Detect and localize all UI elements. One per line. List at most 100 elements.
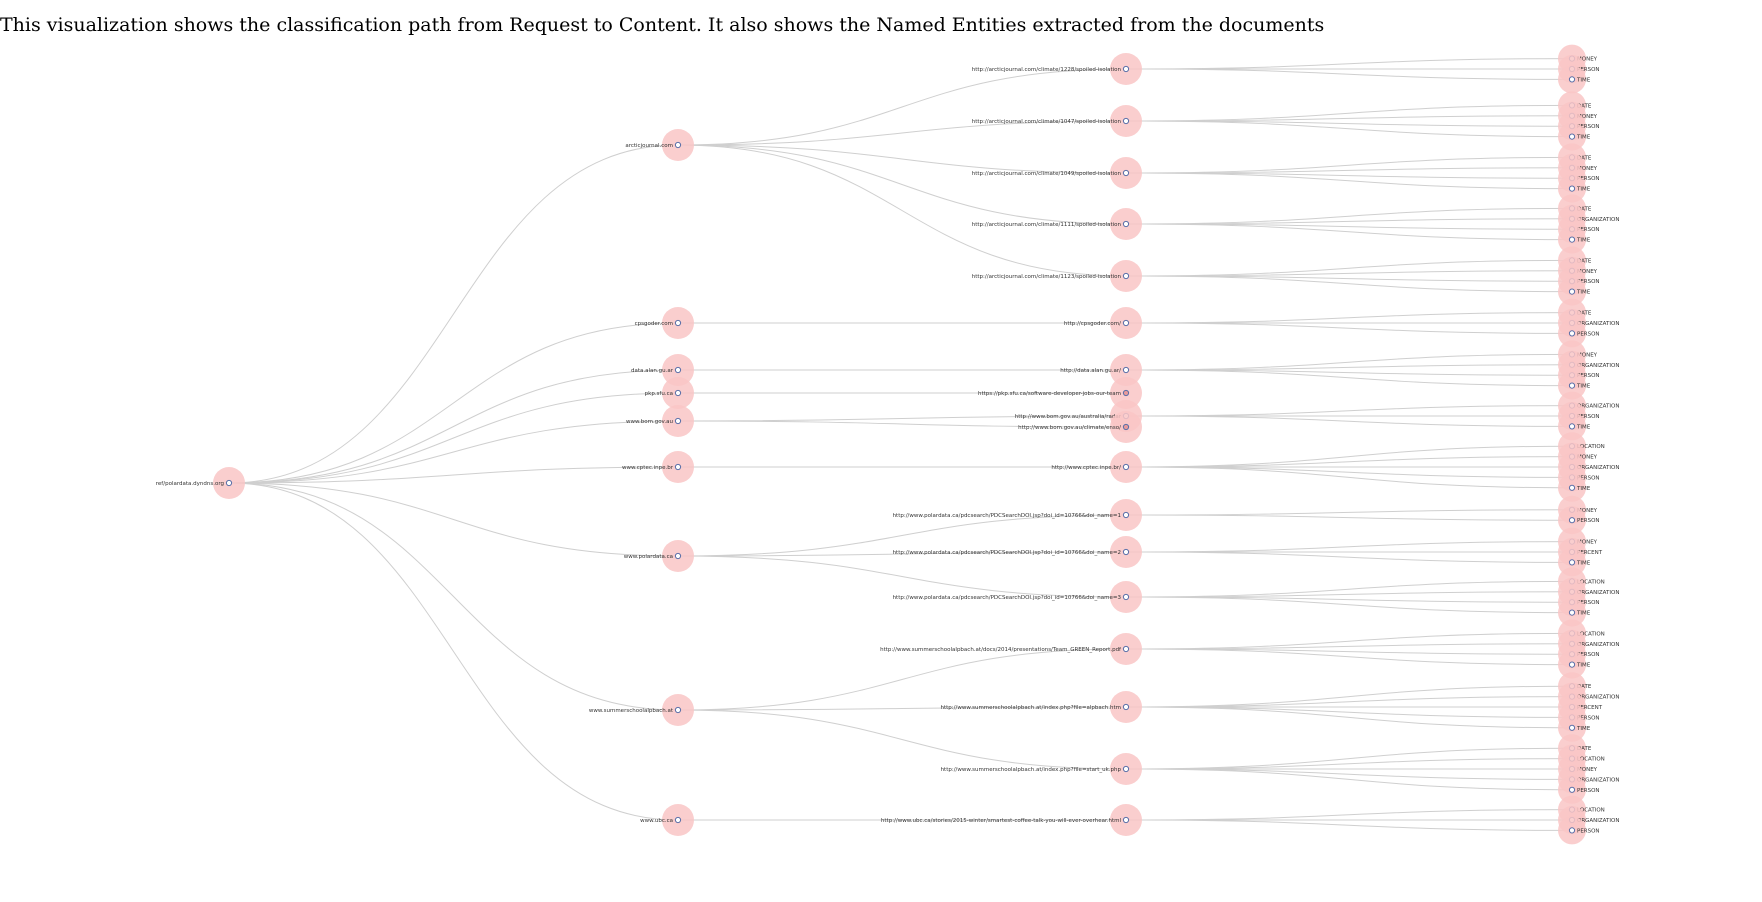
node-label: TIME <box>1576 424 1591 430</box>
node-dot[interactable] <box>674 141 682 149</box>
domain-page-link <box>677 144 1127 277</box>
page-node[interactable]: http://arcticjournal.com/climate/1047/sp… <box>972 105 1142 137</box>
entity-node[interactable]: TIME <box>1558 65 1591 94</box>
entity-node[interactable]: TIME <box>1558 225 1591 254</box>
page-node[interactable]: http://www.polardata.ca/pdcsearch/PDCSea… <box>893 536 1142 568</box>
node-dot[interactable] <box>674 319 682 327</box>
page-node[interactable]: http://www.summerschoolalpbach.at/index.… <box>941 753 1142 785</box>
node-dot[interactable] <box>1122 423 1130 431</box>
domain-node[interactable]: cpsgoder.com <box>635 307 694 339</box>
node-dot[interactable] <box>674 816 682 824</box>
page-node[interactable]: http://www.cptec.inpe.br/ <box>1051 451 1142 483</box>
root-domain-link <box>228 466 679 484</box>
node-dot[interactable] <box>1122 703 1130 711</box>
node-dot[interactable] <box>1122 319 1130 327</box>
entity-node[interactable]: TIME <box>1558 473 1591 502</box>
page-node[interactable]: http://www.polardata.ca/pdcsearch/PDCSea… <box>893 499 1142 531</box>
node-label: MONEY <box>1577 540 1598 546</box>
node-dot[interactable] <box>1122 366 1130 374</box>
page-node[interactable]: http://www.polardata.ca/pdcsearch/PDCSea… <box>893 581 1142 613</box>
node-dot[interactable] <box>1568 236 1576 243</box>
page-node[interactable]: http://www.ubc.ca/stories/2015-winter/sm… <box>881 804 1142 836</box>
domain-node[interactable]: www.bom.gov.au <box>626 405 694 437</box>
entity-node[interactable]: PERSON <box>1558 506 1600 535</box>
page-entity-link <box>1125 415 1573 427</box>
page-node[interactable]: http://arcticjournal.com/climate/1049/sp… <box>972 157 1142 189</box>
node-dot[interactable] <box>1122 272 1130 280</box>
page-node[interactable]: http://cpsgoder.com/ <box>1064 307 1142 339</box>
node-dot[interactable] <box>1122 765 1130 773</box>
node-dot[interactable] <box>1122 548 1130 556</box>
node-dot[interactable] <box>1122 511 1130 519</box>
node-dot[interactable] <box>674 706 682 714</box>
node-dot[interactable] <box>1568 382 1576 389</box>
page-node[interactable]: http://arcticjournal.com/climate/1123/sp… <box>972 260 1142 292</box>
page-node[interactable]: http://arcticjournal.com/climate/1111/sp… <box>972 208 1142 240</box>
node-dot[interactable] <box>674 389 682 397</box>
node-label: PERSON <box>1577 279 1600 285</box>
domain-node[interactable]: www.ubc.ca <box>640 804 694 836</box>
domain-node[interactable]: arcticjournal.com <box>625 129 694 161</box>
node-dot[interactable] <box>1568 724 1576 731</box>
node-dot[interactable] <box>674 463 682 471</box>
page-entity-link <box>1125 120 1573 138</box>
root-domain-link <box>228 482 679 821</box>
domain-page-link <box>677 144 1127 174</box>
page-node[interactable]: http://www.summerschoolalpbach.at/index.… <box>941 691 1143 723</box>
page-node[interactable]: http://data.alan.gu.ar/ <box>1060 354 1142 386</box>
node-dot[interactable] <box>1122 389 1130 397</box>
node-dot[interactable] <box>1568 609 1576 616</box>
entity-node[interactable]: TIME <box>1558 650 1591 679</box>
node-dot[interactable] <box>674 417 682 425</box>
domain-node[interactable]: www.cptec.inpe.br <box>622 451 694 483</box>
node-dot[interactable] <box>674 366 682 374</box>
node-dot[interactable] <box>1568 423 1576 430</box>
domain-node[interactable]: pkp.sfu.ca <box>645 377 694 409</box>
root-node[interactable]: ref/polardata.dyndns.org <box>156 467 245 499</box>
entity-node[interactable]: TIME <box>1558 412 1591 441</box>
node-dot[interactable] <box>1122 117 1130 125</box>
entity-node[interactable]: PERSON <box>1558 319 1600 348</box>
root-domain-link <box>228 482 679 711</box>
domain-node[interactable]: data.alan.gu.ar <box>631 354 694 386</box>
entity-node[interactable]: PERSON <box>1558 816 1600 845</box>
domain-node[interactable]: www.summerschoolalpbach.at <box>589 694 694 726</box>
node-dot[interactable] <box>1122 816 1130 824</box>
node-dot[interactable] <box>1122 463 1130 471</box>
page-node[interactable]: http://www.bom.gov.au/climate/enso/ <box>1018 411 1142 443</box>
node-dot[interactable] <box>1568 330 1576 337</box>
node-dot[interactable] <box>1568 559 1576 566</box>
node-dot[interactable] <box>1122 645 1130 653</box>
node-dot[interactable] <box>1568 484 1576 491</box>
node-label: ORGANIZATION <box>1577 695 1619 701</box>
node-dot[interactable] <box>1568 517 1576 524</box>
entity-node[interactable]: TIME <box>1558 122 1591 151</box>
node-dot[interactable] <box>1122 220 1130 228</box>
node-dot[interactable] <box>225 479 233 487</box>
node-dot[interactable] <box>674 552 682 560</box>
node-dot[interactable] <box>1568 133 1576 140</box>
entity-node[interactable]: PERSON <box>1558 775 1600 804</box>
page-node[interactable]: https://pkp.sfu.ca/software-developer-jo… <box>978 377 1142 409</box>
node-dot[interactable] <box>1568 185 1576 192</box>
page-node[interactable]: http://arcticjournal.com/climate/1228/sp… <box>972 53 1142 85</box>
page-entity-link <box>1125 322 1573 334</box>
node-dot[interactable] <box>1122 169 1130 177</box>
node-dot[interactable] <box>1568 786 1576 793</box>
node-dot[interactable] <box>1122 65 1130 73</box>
page-node[interactable]: http://www.summerschoolalpbach.at/docs/2… <box>880 633 1142 665</box>
node-label: http://www.summerschoolalpbach.at/docs/2… <box>880 647 1122 653</box>
entity-node[interactable]: TIME <box>1558 598 1591 627</box>
node-label: ORGANIZATION <box>1577 404 1619 410</box>
domain-node[interactable]: www.polardata.ca <box>624 540 694 572</box>
node-dot[interactable] <box>1568 76 1576 83</box>
entity-node[interactable]: TIME <box>1558 713 1591 742</box>
node-dot[interactable] <box>1568 827 1576 834</box>
entity-node[interactable]: TIME <box>1558 277 1591 306</box>
root-domain-link <box>228 420 679 484</box>
node-dot[interactable] <box>1568 661 1576 668</box>
entity-node[interactable]: TIME <box>1558 174 1591 203</box>
node-dot[interactable] <box>1568 288 1576 295</box>
node-dot[interactable] <box>1122 593 1130 601</box>
entity-node[interactable]: TIME <box>1558 371 1591 400</box>
